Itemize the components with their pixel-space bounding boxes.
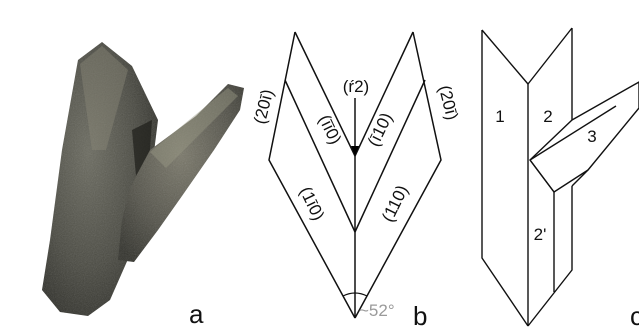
label-three: 3 [587, 127, 596, 146]
diagram-outline [269, 32, 441, 318]
body-top-v [482, 28, 572, 84]
label-two: 2 [543, 107, 552, 126]
branch-inner-top [530, 160, 554, 192]
branch-three [530, 82, 639, 192]
label-top-right-face: (20ī) [435, 83, 462, 122]
label-center-face: (ŕ2) [343, 77, 369, 96]
label-lower-right-face: (110) [378, 182, 412, 225]
panel-b-diagram: (20ī) (20ī) (ŕ2) (īī0) (ī10) (1ī0) (110)… [255, 0, 470, 336]
panel-letter-c: c [630, 303, 639, 329]
body-right-lower [528, 186, 572, 326]
outer-left-edge [269, 32, 355, 318]
label-one: 1 [495, 107, 504, 126]
panel-a-photo: a [0, 0, 255, 336]
schematic-outline [482, 28, 639, 326]
crystal-photo [0, 0, 255, 336]
panel-letter-b: b [413, 303, 427, 329]
face-diagram: (20ī) (20ī) (ŕ2) (īī0) (ī10) (1ī0) (110)… [255, 0, 470, 336]
outer-right-edge [355, 32, 441, 318]
label-upper-left-face: (īī0) [315, 112, 345, 148]
label-top-left-face: (20ī) [250, 87, 277, 126]
label-angle: ~52° [359, 301, 395, 320]
label-two-prime: 2' [534, 225, 547, 244]
panel-c-schematic: 1 2 3 2' c [470, 0, 639, 336]
label-upper-right-face: (ī10) [364, 110, 396, 150]
twin-schematic: 1 2 3 2' [470, 0, 639, 336]
body-outline-left [482, 30, 528, 326]
panel-letter-a: a [189, 301, 203, 327]
